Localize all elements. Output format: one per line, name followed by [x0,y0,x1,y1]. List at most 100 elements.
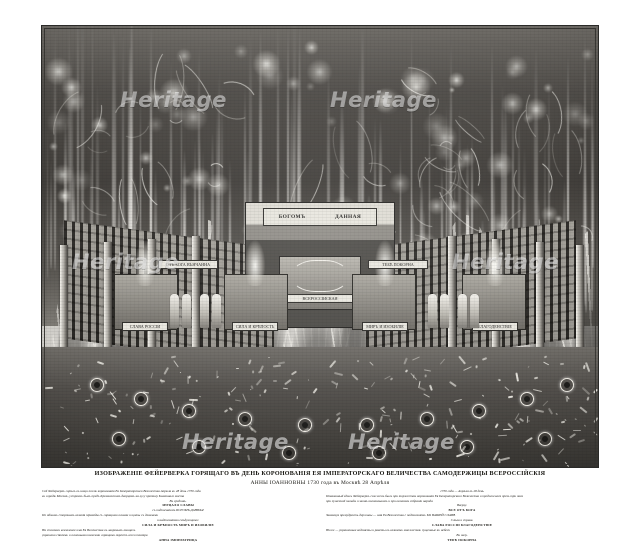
rocket-plume [566,56,570,262]
star-burst [233,44,249,59]
star-burst [408,66,436,93]
rocket-plume [91,26,94,263]
column [192,235,200,368]
rocket-plume [534,50,538,267]
caption-title-line-1: ИЗОБРАЖЕНІЕ ФЕЙЕРВЕРКА ГОРЯЩАГО ВЪ ДЕНЬ … [94,471,546,477]
star-burst [372,87,398,113]
plaque-left-outer: СЛАВА РОССІИ [122,322,168,332]
catherine-wheel [282,446,296,460]
catherine-wheel [90,378,104,392]
ground-spark [307,378,309,381]
rocket-plume [249,33,252,265]
star-burst [206,172,230,197]
star-burst [455,147,477,168]
foreground-ground [42,347,598,467]
column [536,241,544,374]
engraving-caption: ИЗОБРАЖЕНІЕ ФЕЙЕРВЕРКА ГОРЯЩАГО ВЪ ДЕНЬ … [42,470,598,542]
star-burst [522,112,535,125]
rocket-plume [471,134,474,283]
star-burst [45,109,71,135]
star-burst [422,112,451,141]
ground-spark [424,374,427,378]
caption-line: Сей Фейерверкъ горѣлъ въ нощи послѣ коро… [42,488,201,493]
column [104,241,112,374]
rocket-plume [492,157,495,268]
caption-line: ВСЕ ОТЪ БОГА [448,508,476,513]
caption-line: украшено сіяніемъ и огненными колесами г… [42,533,148,538]
ground-spark [86,452,88,455]
rocket-plume [298,29,302,303]
rocket-plume [243,86,247,259]
star-burst [48,142,58,152]
catherine-wheel [112,432,126,446]
catherine-wheel [538,432,552,446]
star-burst [146,115,164,133]
flame-left-outer [132,232,158,286]
ground-spark [356,359,359,363]
star-burst [562,100,589,127]
rocket-plume [170,62,173,292]
column [60,244,68,377]
caption-line: Знаменуя премудрость державы — имя Ея Ве… [326,513,456,518]
rocket-plume [277,26,279,260]
star-burst [373,86,402,116]
rocket-plume [47,128,49,279]
star-burst [430,124,459,152]
star-burst [505,65,520,80]
rocket-plume [500,86,504,305]
star-burst [452,157,467,172]
column [576,244,584,377]
rocket-plume [122,36,124,312]
catherine-wheel [372,446,386,460]
caption-line: АННА ІМПЕРАТРИЦА [158,538,198,542]
statue [212,294,221,328]
star-burst [167,105,186,124]
catherine-wheel [134,392,148,406]
rocket-plume [360,26,364,266]
caption-line: ЗЕРЦАЛО СЛАВЫ [162,503,194,508]
rocket-plume [218,66,220,260]
star-burst [325,116,337,128]
statue [182,294,191,328]
ground-spark [259,393,261,397]
caption-columns: Сей Фейерверкъ горѣлъ въ нощи послѣ коро… [42,489,598,542]
star-burst [178,102,208,132]
caption-line: Ниже — украшенные водометы и ракеты въ в… [326,528,451,533]
star-burst [176,47,193,64]
catherine-wheel [360,418,374,432]
rocket-plume [180,73,183,293]
central-banner: БОГОМЪ ДАННАЯ [263,208,377,226]
rocket-plume [428,86,431,304]
ground-spark [142,438,146,443]
rocket-plume [50,159,53,269]
rocket-plume [445,102,447,260]
banner-word-left: БОГОМЪ [278,214,306,220]
caption-line: ТЕБѢ ПОКОРНА [447,538,477,542]
rocket-plume [517,118,521,289]
ground-spark [572,430,581,431]
rocket-plume [112,34,116,307]
engraving-plate: БОГОМЪ ДАННАЯ ВСЕРОССІИСКАЯ СЛАВА РОССІИ… [42,26,598,467]
plaque-left-inner: СИЛА И КРѢПОСТЬ [232,322,278,332]
caption-column-left: Сей Фейерверкъ горѣлъ въ нощи послѣ коро… [42,489,314,542]
rocket-plume [457,108,461,284]
flame-right-outer [482,232,508,286]
rocket-plume [72,165,75,260]
ground-spark [235,368,240,370]
rocket-plume [96,85,99,269]
star-burst [401,72,432,103]
rocket-plume [449,43,453,298]
caption-line: СЛАВА РОССІИ БЛАГОДЕНСТВІЕ [431,523,493,528]
star-burst [554,214,563,224]
tablet-left: ОТЪ БОГА ВЪНЧАННА [158,260,218,270]
star-burst [388,172,412,196]
rocket-plume [466,144,470,305]
ground-spark [475,365,478,369]
star-burst [70,168,93,192]
ground-spark [198,395,201,398]
star-burst [51,163,74,186]
flame-left-inner [242,232,268,286]
rocket-plume [287,28,290,269]
star-burst [252,49,281,79]
rocket-plume [582,153,585,285]
